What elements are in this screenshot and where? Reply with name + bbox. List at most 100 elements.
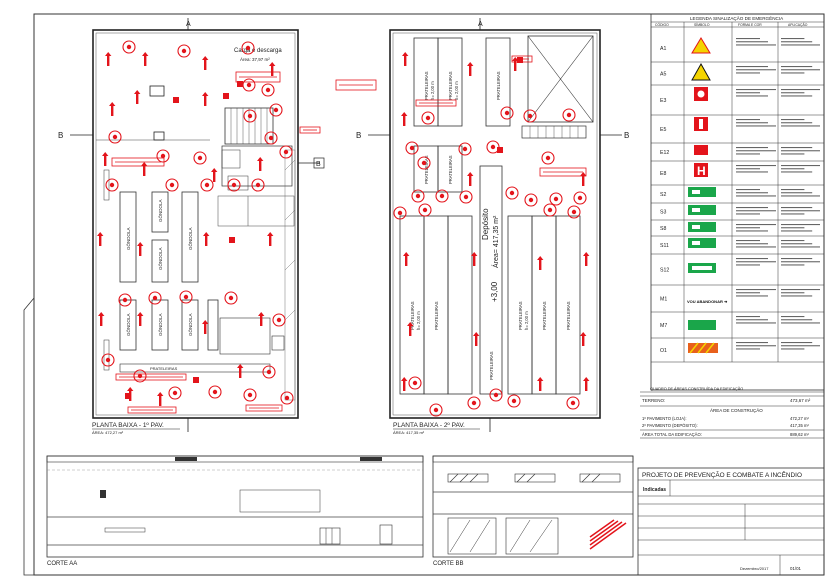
signage-callout-circle xyxy=(243,388,257,402)
date-value: Dezembro/2017 xyxy=(740,566,769,571)
legend-description-line xyxy=(781,89,820,91)
exit-route-arrowhead xyxy=(537,256,544,260)
exit-route-arrow xyxy=(111,104,114,116)
section-cut-bb xyxy=(432,455,634,558)
signage-callout-dot xyxy=(412,380,418,386)
signage-callout-circle xyxy=(148,291,162,305)
signage-callout-dot xyxy=(204,182,210,188)
svg-text:B: B xyxy=(624,131,629,140)
legend-description-line xyxy=(781,227,805,229)
exit-route-arrowhead xyxy=(97,232,104,236)
legend-header-application: APLICAÇÃO xyxy=(788,22,808,27)
legend-description-line xyxy=(781,44,820,46)
legend-description-line xyxy=(736,224,776,226)
exit-route-arrowhead xyxy=(142,52,149,56)
signage-callout-circle xyxy=(262,365,276,379)
exit-route-arrowhead xyxy=(98,312,105,316)
signage-callout-circle xyxy=(411,189,425,203)
exit-route-arrowhead xyxy=(580,172,587,176)
gondola-label: GÔNDOLA xyxy=(187,227,193,250)
legend-code-e12: E12 xyxy=(660,150,669,156)
signage-callout-dot xyxy=(439,193,445,199)
legend-title: LEGENDA SINALIZAÇÃO DE EMERGÊNCIA xyxy=(690,14,784,21)
legend-code-s11: S11 xyxy=(660,243,669,249)
signage-callout-circle xyxy=(408,376,422,390)
signage-callout-dot xyxy=(570,400,576,406)
exit-route-arrowhead xyxy=(401,112,408,116)
legend-header-form: FORMA E COR xyxy=(738,23,762,27)
exit-route-arrowhead xyxy=(471,252,478,256)
legend-description-line xyxy=(736,295,768,297)
signage-callout-circle xyxy=(435,189,449,203)
signage-callout-circle xyxy=(168,386,182,400)
exit-route-arrow xyxy=(100,314,103,326)
exit-route-arrow xyxy=(205,234,208,246)
exit-route-arrowhead xyxy=(237,364,244,368)
signage-callout-circle xyxy=(165,178,179,192)
exit-route-arrowhead xyxy=(583,377,590,381)
exit-sign-s3-icon xyxy=(688,205,716,215)
signage-callout-dot xyxy=(409,145,415,151)
warning-triangle-icon xyxy=(691,37,711,54)
legend-description-line xyxy=(781,192,813,194)
plan1-section-markers: B B A xyxy=(58,18,325,432)
binding-margin xyxy=(23,297,35,576)
exit-route-arrowhead xyxy=(267,232,274,236)
signage-callout-circle xyxy=(261,83,275,97)
legend-description-line xyxy=(781,153,805,155)
exit-route-arrowhead xyxy=(127,387,134,391)
signage-callout-circle xyxy=(224,291,238,305)
signage-callout-circle xyxy=(566,396,580,410)
area-table-caption: QUADRO DE ÁREAS CONSTRUÍDA DA EDIFICAÇÃO xyxy=(650,386,743,391)
signage-callout-dot xyxy=(422,207,428,213)
legend-description-line xyxy=(736,348,760,350)
exit-route-arrow xyxy=(514,59,517,71)
hydrant-icon xyxy=(694,163,708,177)
signage-callout-dot xyxy=(421,160,427,166)
shelf-label: PRATELEIRAS xyxy=(434,301,439,330)
scale-value: Indicadas xyxy=(643,487,666,493)
project-title: PROJETO DE PREVENÇÃO E COMBATE A INCÊNDI… xyxy=(642,470,802,479)
signage-callout-circle xyxy=(421,111,435,125)
legend-code-s2: S2 xyxy=(660,192,666,198)
legend-header-code: CÓDIGO xyxy=(655,22,669,27)
legend-description-line xyxy=(781,292,805,294)
exit-route-arrow xyxy=(239,366,242,378)
svg-text:H: H xyxy=(697,164,706,178)
total-area-label: ÁREA TOTAL DA EDIFICAÇÃO: xyxy=(642,432,702,437)
signage-callout-dot xyxy=(172,390,178,396)
exit-route-arrowhead xyxy=(202,320,209,324)
signage-callout-circle xyxy=(179,290,193,304)
signage-callout-dot xyxy=(425,115,431,121)
legend-description-line xyxy=(781,189,805,191)
exit-route-arrowhead xyxy=(258,312,265,316)
pav2-label: 2º PAVIMENTO (DEPÓSITO): xyxy=(642,423,698,428)
signage-callout-circle xyxy=(208,385,222,399)
signage-callout-circle xyxy=(105,178,119,192)
section-cut-aa xyxy=(46,455,424,558)
signage-callout-circle xyxy=(573,191,587,205)
legend-description-line xyxy=(781,224,820,226)
title-block: PROJETO DE PREVENÇÃO E COMBATE A INCÊNDI… xyxy=(637,467,825,576)
legend-description-line xyxy=(736,213,760,215)
shelf-label: PRATELEIRAS xyxy=(424,155,429,184)
signage-callout-circle xyxy=(459,190,473,204)
legend-code-e8: E8 xyxy=(660,171,666,177)
gondola-label: GÔNDOLA xyxy=(187,313,193,336)
exit-route-arrow xyxy=(204,322,207,334)
signage-note-box xyxy=(111,157,165,167)
signage-callout-circle xyxy=(523,109,537,123)
signage-note-box xyxy=(235,71,281,83)
exit-route-arrow xyxy=(582,174,585,186)
exit-sign-s8-icon xyxy=(688,222,716,232)
legend-code-a1: A1 xyxy=(660,46,666,52)
exit-route-arrow xyxy=(403,379,406,391)
area-table: QUADRO DE ÁREAS CONSTRUÍDA DA EDIFICAÇÃO… xyxy=(640,386,824,439)
legend-description-line xyxy=(736,72,760,74)
signage-callout-circle xyxy=(562,108,576,122)
shelf-label: PRATELEIRAS xyxy=(424,71,429,100)
shelf-size: h= 2,00 m xyxy=(454,81,459,100)
extinguisher-marker xyxy=(517,57,523,63)
extinguisher-marker xyxy=(229,237,235,243)
exit-route-arrow xyxy=(469,174,472,186)
